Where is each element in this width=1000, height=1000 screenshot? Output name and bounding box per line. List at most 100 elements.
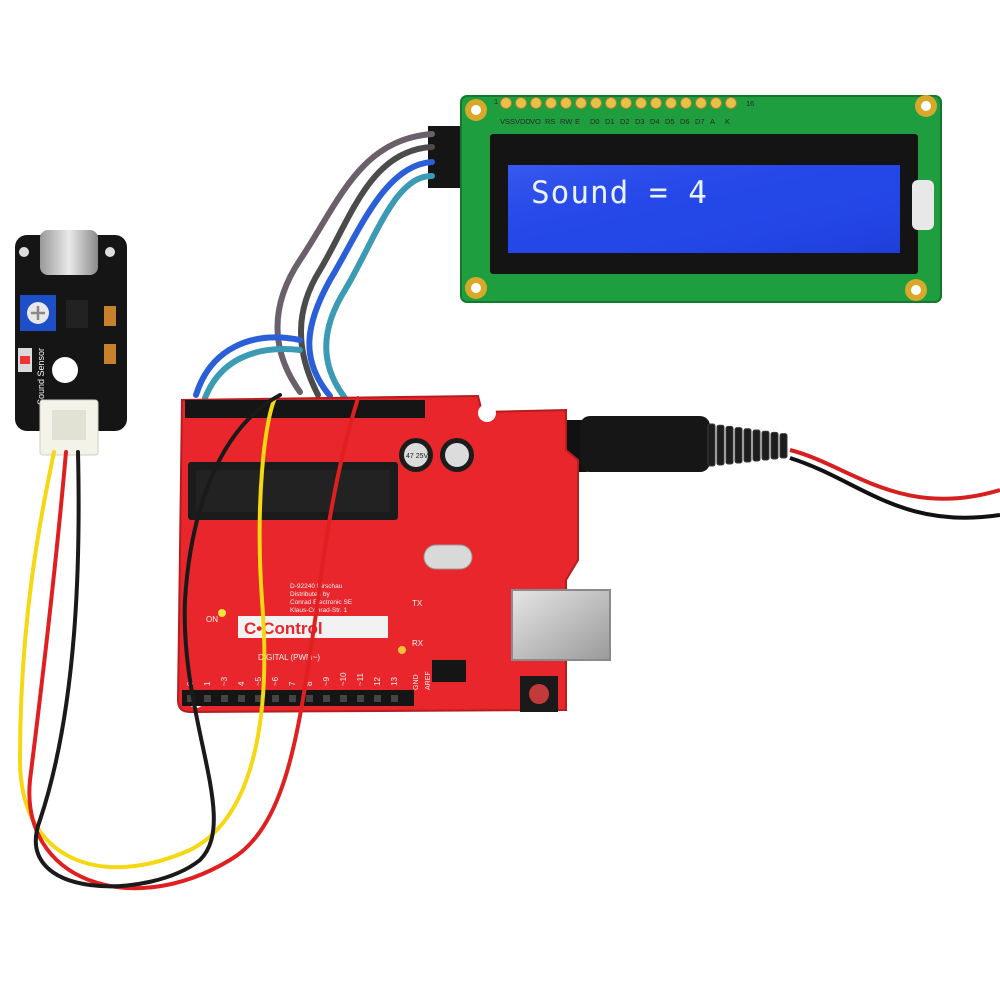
lcd-pin-label: RW: [560, 117, 573, 126]
board-pcb: [176, 394, 579, 714]
lcd-pin-label: K: [725, 117, 730, 126]
lcd-mounting-holes: [465, 95, 937, 301]
lcd-pin-label: D5: [665, 117, 675, 126]
lcd-pin-label: D6: [680, 117, 690, 126]
strain-relief-rib: [725, 425, 734, 465]
lcd-pin-label: RS: [545, 117, 555, 126]
digital-pin-socket[interactable]: [272, 695, 279, 702]
sensor-label: Sound Sensor: [36, 348, 46, 405]
lcd-pin-pad: [680, 97, 692, 109]
lcd-pin-pad: [575, 97, 587, 109]
lcd-pin-label: D3: [635, 117, 645, 126]
svg-text:Conrad Electronic SE: Conrad Electronic SE: [290, 599, 353, 606]
lcd-pin-label: VSS: [500, 117, 515, 126]
lcd-pin-first-label: 1: [494, 97, 498, 106]
lcd-pin-pad: [710, 97, 722, 109]
lcd-pin-pad: [695, 97, 707, 109]
arduino-board: 47 25V C•Control Distributed by Conrad E…: [176, 394, 611, 719]
digital-header-label: DIGITAL (PWM~): [258, 653, 320, 662]
strain-relief-rib: [734, 427, 743, 464]
digital-pin-label: 4: [237, 681, 246, 686]
strain-relief: [707, 423, 788, 467]
strain-relief-rib: [761, 430, 770, 461]
digital-pin-label: ~10: [339, 672, 348, 686]
sensor-wire-bundle: [17, 393, 360, 891]
digital-pin-socket[interactable]: [374, 695, 381, 702]
strain-relief-rib: [752, 429, 761, 462]
digital-pin-label: ~6: [271, 676, 280, 686]
l-led: [398, 646, 406, 654]
rx-label: RX: [412, 639, 424, 648]
digital-pin-label: 7: [288, 681, 297, 686]
on-led: [218, 609, 226, 617]
digital-pin-socket[interactable]: [306, 695, 313, 702]
lcd-pin-pad: [545, 97, 557, 109]
capacitor-label: 47 25V: [406, 453, 429, 460]
digital-pin-socket[interactable]: [289, 695, 296, 702]
lcd-pin-label: VDD: [515, 117, 531, 126]
digital-pin-socket[interactable]: [323, 695, 330, 702]
lcd-pin-last-label: 16: [746, 99, 754, 108]
lcd-pin-pad: [725, 97, 737, 109]
strain-relief-rib: [716, 424, 725, 466]
digital-pin-socket[interactable]: [391, 695, 398, 702]
digital-pin-label: 1: [203, 681, 212, 686]
lcd-pin-header: [500, 97, 737, 109]
lcd-backlight-tab: [912, 180, 934, 230]
sensor-mount-hole: [52, 357, 78, 383]
digital-pin-socket[interactable]: [255, 695, 262, 702]
lcd-pin-pad: [620, 97, 632, 109]
digital-pin-label: ~5: [254, 676, 263, 686]
gnd-label: GND: [413, 674, 420, 690]
strain-relief-rib: [779, 433, 788, 459]
lcd-pin-pad: [650, 97, 662, 109]
lcd-pin-pad: [635, 97, 647, 109]
digital-pin-socket[interactable]: [221, 695, 228, 702]
microphone-icon: [40, 230, 98, 275]
lcd-pin-pad: [590, 97, 602, 109]
lcd-pin-label: D7: [695, 117, 705, 126]
strain-relief-rib: [743, 428, 752, 463]
aref-label: AREF: [425, 671, 432, 690]
lcd-pin-label: VO: [530, 117, 541, 126]
lcd-pin-label: E: [575, 117, 580, 126]
digital-pin-label: ~11: [356, 672, 365, 686]
capacitors: 47 25V: [399, 438, 474, 472]
lcd-pin-pad: [560, 97, 572, 109]
usb-port: [511, 589, 611, 661]
sensor-pcb: [15, 235, 127, 431]
top-header: [185, 400, 425, 418]
lcd-pin-pad: [665, 97, 677, 109]
on-label: ON: [206, 615, 218, 624]
svg-text:Distributed by: Distributed by: [290, 591, 330, 598]
lcd-pin-label: A: [710, 117, 715, 126]
digital-pin-label: ~9: [322, 676, 331, 686]
lcd-wire-bundle: [193, 131, 435, 401]
tx-label: TX: [412, 599, 423, 608]
digital-pin-socket[interactable]: [238, 695, 245, 702]
lcd-pin-label: D4: [650, 117, 660, 126]
dc-plug: [580, 416, 710, 472]
lcd-pin-label: D1: [605, 117, 615, 126]
digital-pin-socket[interactable]: [187, 695, 194, 702]
digital-pin-socket[interactable]: [340, 695, 347, 702]
digital-pin-label: 13: [390, 677, 399, 686]
sound-sensor-module: Sound Sensor: [15, 230, 127, 456]
digital-pin-label: 12: [373, 677, 382, 686]
strain-relief-rib: [707, 423, 716, 467]
strain-relief-rib: [770, 431, 779, 460]
lcd-pin-label: D0: [590, 117, 600, 126]
lcd-display-text: Sound = 4: [531, 175, 708, 211]
lcd-pin-pad: [500, 97, 512, 109]
crystal: [423, 544, 473, 570]
lcd-pin-label: D2: [620, 117, 630, 126]
svg-text:D-92240 Hirschau: D-92240 Hirschau: [290, 583, 343, 590]
lcd-pin-pad: [530, 97, 542, 109]
digital-pin-label: 8: [305, 681, 314, 686]
digital-pin-socket[interactable]: [204, 695, 211, 702]
lcd-pin-pad: [605, 97, 617, 109]
digital-pin-socket[interactable]: [357, 695, 364, 702]
